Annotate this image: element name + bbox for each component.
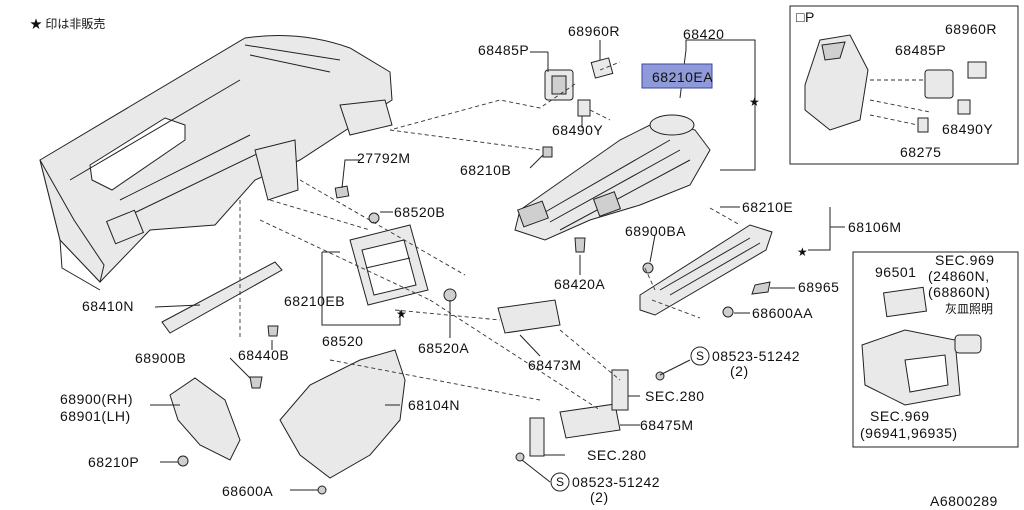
inset-callout-68860N[interactable]: (68860N) [928,284,990,300]
inset-callout-68275[interactable]: 68275 [900,144,941,160]
clip-68900BA [642,262,654,274]
panel-68900 [169,377,241,461]
center-cluster-assembly [514,114,711,241]
inset-callout-68960R[interactable]: 68960R [945,21,997,37]
callout-68210B[interactable]: 68210B [460,162,511,178]
standard-part-mark-letter: S [556,475,564,489]
callout-68900BA[interactable]: 68900BA [625,223,686,239]
inset-callout-sec969-bottom[interactable]: SEC.969 [870,408,930,424]
finisher-68520 [349,224,429,306]
callout-68420[interactable]: 68420 [683,26,724,42]
callout-SEC280-upper[interactable]: SEC.280 [645,388,705,404]
screw-68600AA [722,306,734,318]
inset-callout-68490Y[interactable]: 68490Y [942,121,993,137]
instrument-panel-drawing [39,35,393,291]
diagram-id: A6800289 [930,493,998,509]
screw-68440B [267,325,279,337]
clip-68210B [542,146,553,158]
callout-68520A[interactable]: 68520A [418,340,469,356]
callout-68210EB[interactable]: 68210EB [284,293,345,309]
star-marker: ★ [749,95,760,109]
callout-68965[interactable]: 68965 [798,279,839,295]
clip-68210P [177,455,189,467]
callout-68210E[interactable]: 68210E [742,199,793,215]
non-sale-legend: ★ 印は非販売 [30,16,105,31]
star-marker: ★ [396,307,407,321]
callout-68600A[interactable]: 68600A [222,483,273,499]
callout-68106M[interactable]: 68106M [848,219,902,235]
callout-68210EA[interactable]: 68210EA [652,69,713,85]
callout-27792M[interactable]: 27792M [357,150,411,166]
standard-part-mark [690,346,710,366]
callout-68600AA[interactable]: 68600AA [752,305,813,321]
quantity-lower: (2) [590,489,609,505]
callout-68440B[interactable]: 68440B [238,347,289,363]
callout-leaders [150,39,845,491]
part-27792M [334,185,350,199]
callout-08523-51242-upper[interactable]: 08523-51242 [712,348,800,364]
screw-68600A [317,485,327,495]
callout-68104N[interactable]: 68104N [408,397,460,413]
clip-68520B [368,212,380,224]
box-68475M [515,369,665,462]
inset-callout-24860N[interactable]: (24860N, [928,268,990,284]
cover-68104N [279,349,406,479]
inset-ashtray-panel: 96501 SEC.969 (24860N, (68860N) 灰皿照明 SEC… [852,251,1019,448]
highlighted-part-68210EA[interactable] [641,63,713,89]
clip-68900B [249,376,263,389]
callout-68900B[interactable]: 68900B [135,350,186,366]
clip-68420A [574,237,586,253]
inset-P-title: □P [796,9,815,25]
callout-68901LH[interactable]: 68901(LH) [60,408,131,424]
dashed-leaders [239,61,741,411]
callout-08523-51242-lower[interactable]: 08523-51242 [572,474,660,490]
inset-callout-sec969-top[interactable]: SEC.969 [935,252,995,268]
inset-callout-96941-96935[interactable]: (96941,96935) [860,425,958,441]
callout-68490Y[interactable]: 68490Y [552,122,603,138]
bar-68410N [161,261,283,334]
callout-68410N[interactable]: 68410N [82,298,134,314]
callout-68475M[interactable]: 68475M [640,417,694,433]
panel-68106M [639,224,773,316]
quantity-upper: (2) [730,363,749,379]
inset-callout-96501[interactable]: 96501 [875,264,916,280]
callout-68485P[interactable]: 68485P [478,42,529,58]
part-68965 [751,281,771,295]
inset-callout-68485P[interactable]: 68485P [895,42,946,58]
standard-part-mark-letter: S [696,349,704,363]
callout-68900RH[interactable]: 68900(RH) [60,391,133,407]
callout-labels: 68485P 68960R 68420 68210EA 68490Y 68210… [60,23,902,505]
callout-SEC280-lower[interactable]: SEC.280 [587,447,647,463]
clip-68520A [443,288,457,302]
callout-68960R[interactable]: 68960R [568,23,620,39]
inset-P-panel: □P 68960R 68485P 68490Y 68275 [789,5,1019,165]
bracket-68485P [544,57,614,117]
star-marker: ★ [797,245,808,259]
callout-68520[interactable]: 68520 [322,333,363,349]
callout-68210P[interactable]: 68210P [88,454,139,470]
standard-part-mark [550,472,570,492]
callout-68473M[interactable]: 68473M [528,357,582,373]
callout-68520B[interactable]: 68520B [394,204,445,220]
inset-callout-lamp[interactable]: 灰皿照明 [945,302,993,316]
box-68473M [497,299,561,334]
callout-68420A[interactable]: 68420A [554,276,605,292]
